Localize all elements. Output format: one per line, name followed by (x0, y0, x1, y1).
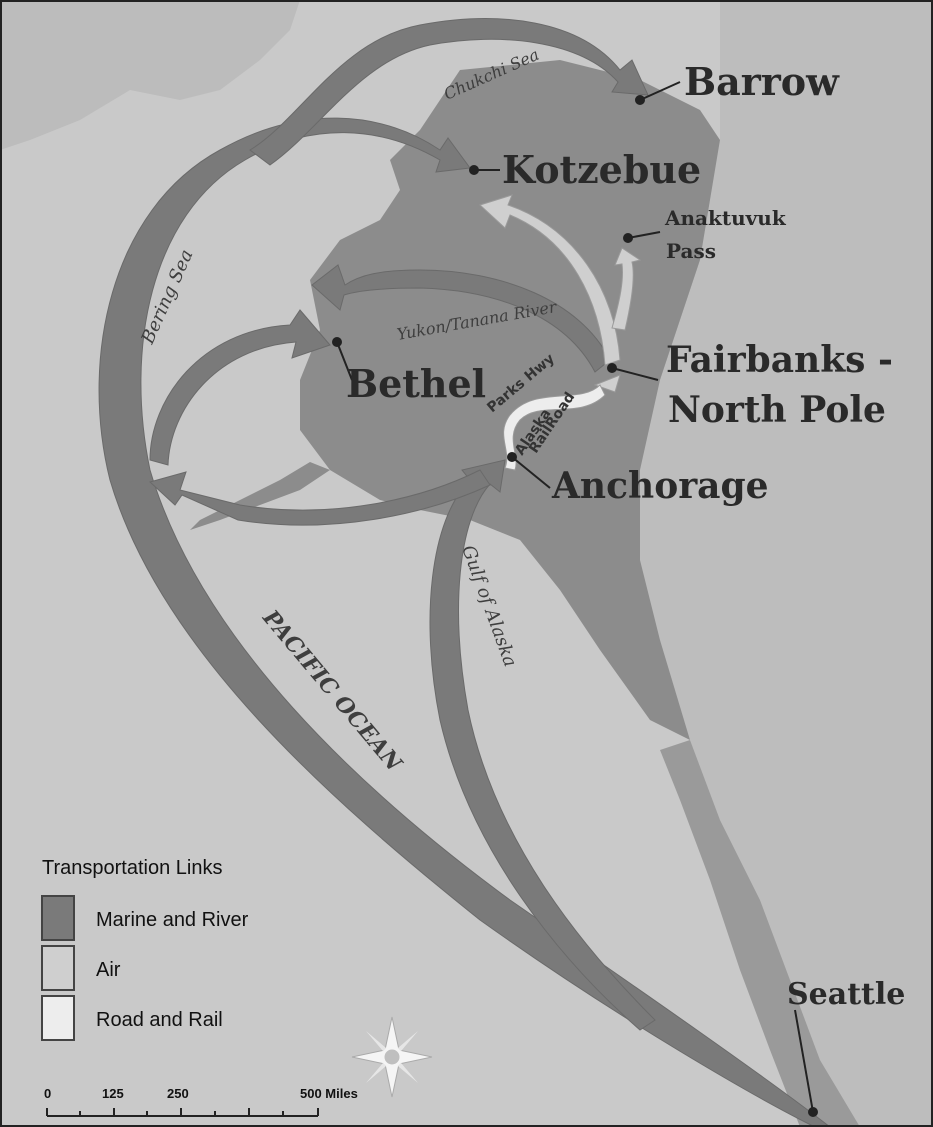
scale-tick-125: 125 (102, 1086, 124, 1101)
legend: Transportation Links Marine and River Ai… (41, 857, 249, 1041)
scale-ticks (46, 1108, 319, 1116)
marine-route-bethel (149, 309, 331, 466)
river-route-yukon (311, 264, 611, 373)
southeast-alaska (660, 740, 860, 1127)
label-anaktuvuk-line2: Pass (666, 239, 716, 263)
air-route-kotzebue (479, 194, 621, 366)
label-kotzebue: Kotzebue (502, 147, 701, 192)
marine-route-anchorage-west (148, 469, 491, 526)
city-markers (332, 81, 818, 1117)
marine-river-arrows (98, 18, 831, 1127)
road-rail-swatch (41, 995, 75, 1041)
marine-river-swatch (41, 895, 75, 941)
air-arrows (479, 194, 642, 393)
compass-rose-icon (351, 1016, 433, 1098)
scale-bar: 0 125 250 500 Miles (44, 1086, 358, 1117)
air-swatch (41, 945, 75, 991)
label-barrow: Barrow (684, 59, 840, 104)
label-anchorage: Anchorage (551, 465, 769, 507)
air-route-anaktuvuk (611, 247, 642, 331)
legend-item-road-rail: Road and Rail (96, 1009, 223, 1031)
marine-route-pacific (98, 117, 831, 1127)
marine-route-gulf (429, 459, 656, 1031)
scale-tick-500: 500 Miles (300, 1086, 358, 1101)
label-fairbanks-line1: Fairbanks - (666, 339, 893, 381)
russia-landmass (0, 0, 300, 150)
scale-tick-0: 0 (44, 1086, 51, 1101)
label-bethel: Bethel (346, 361, 486, 406)
label-seattle: Seattle (787, 977, 905, 1012)
label-anaktuvuk-line1: Anaktuvuk (664, 206, 787, 230)
air-route-fairbanks (593, 374, 621, 393)
road-rail-arrows (503, 384, 606, 471)
legend-title: Transportation Links (42, 857, 222, 879)
scale-tick-250: 250 (167, 1086, 189, 1101)
label-fairbanks-line2: North Pole (668, 389, 886, 431)
canada-landmass (640, 0, 933, 1127)
legend-item-marine-river: Marine and River (96, 909, 249, 931)
road-rail-route (503, 384, 606, 471)
legend-item-air: Air (96, 959, 121, 981)
alaska-landmass (300, 60, 720, 740)
marine-route-chukchi (249, 18, 649, 166)
